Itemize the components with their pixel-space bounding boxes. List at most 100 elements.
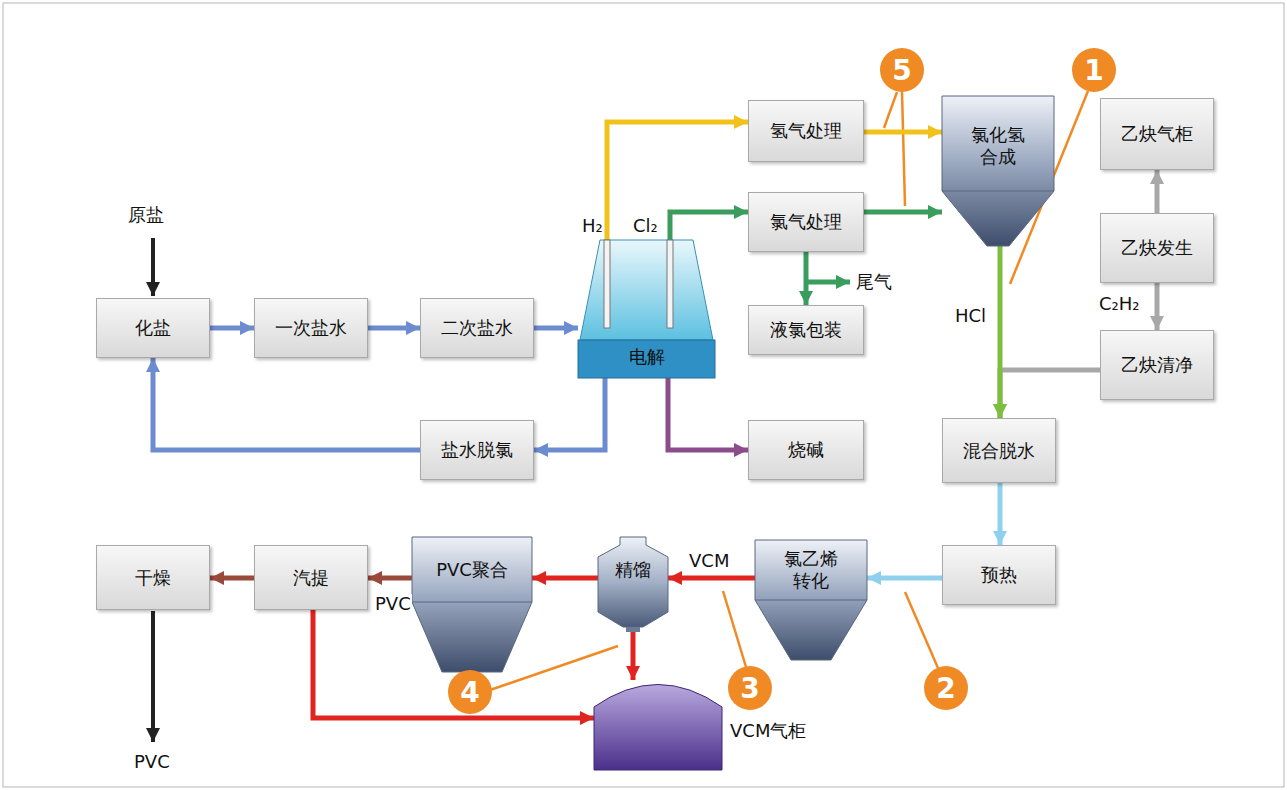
process-box: 烧碱: [748, 420, 864, 480]
node-text: 氯乙烯 转化: [781, 548, 841, 591]
distillation-column-outline: [598, 537, 668, 632]
flow-connector: [998, 246, 1003, 418]
flow-connector: [864, 130, 942, 135]
text-block: 汽提: [293, 567, 329, 589]
flow-connector: [1155, 283, 1160, 330]
input-label: 原盐: [128, 205, 164, 225]
edge-label: C₂H₂: [1098, 294, 1141, 314]
text-block: 二次盐水: [441, 317, 513, 339]
flow-connector: [1000, 370, 1100, 418]
text-block: 乙炔气柜: [1121, 123, 1193, 145]
text-block: 一次盐水: [275, 317, 347, 339]
node-text: 氯气处理: [770, 211, 842, 233]
flow-connector: [1155, 170, 1160, 213]
output-label: 尾气: [856, 272, 892, 292]
edge-label: VCM: [688, 551, 730, 571]
callout-number: 4: [448, 670, 492, 714]
edge-label: Cl₂: [632, 216, 659, 236]
process-box: 预热: [942, 545, 1056, 605]
edge-label: PVC: [374, 594, 412, 614]
callout-number: 2: [924, 666, 968, 710]
node-text: 乙炔气柜: [1121, 123, 1193, 145]
node-text: 烧碱: [788, 439, 824, 461]
callout-number: 1: [1072, 48, 1116, 92]
text-block: 氯化氢 合成: [942, 124, 1054, 167]
flow-connector: [864, 210, 942, 215]
flow-connector: [534, 378, 605, 450]
node-text: 精馏: [598, 559, 668, 581]
reactor-vessel-outline: [942, 96, 1054, 246]
node-text: VCM气柜: [730, 720, 806, 742]
flow-connector: [668, 378, 748, 450]
flow-connector: [867, 576, 942, 581]
text-block: 化盐: [135, 317, 171, 339]
text-block: 混合脱水: [963, 440, 1035, 462]
flow-connector: [368, 326, 420, 331]
text-block: 烧碱: [788, 439, 824, 461]
flow-connector: [210, 326, 254, 331]
process-box: 汽提: [254, 545, 368, 610]
node-text: 电解: [578, 346, 715, 368]
text-block: 乙炔发生: [1121, 237, 1193, 259]
gas-holder-outline: [594, 680, 722, 770]
node-text: 二次盐水: [441, 317, 513, 339]
process-box: 盐水脱氯: [420, 420, 534, 480]
tail-gas-branch: [806, 280, 850, 285]
node-text: 氯化氢 合成: [968, 124, 1028, 167]
node-text: 预热: [981, 564, 1017, 586]
node-text: 一次盐水: [275, 317, 347, 339]
node-text: 乙炔清净: [1121, 354, 1193, 376]
input-arrow: [151, 238, 155, 296]
text-block: 预热: [981, 564, 1017, 586]
flow-connector: [607, 122, 748, 240]
node-text: 化盐: [135, 317, 171, 339]
flow-connector: [534, 326, 578, 331]
distillation-column: 精馏: [598, 537, 668, 632]
flow-connector: [804, 252, 809, 305]
text-block: 氢气处理: [770, 120, 842, 142]
callout-number: 3: [728, 666, 772, 710]
text-block: 氯气处理: [770, 211, 842, 233]
process-box: 氢气处理: [748, 100, 864, 162]
output-arrow: [151, 611, 155, 742]
text-block: 精馏: [598, 559, 668, 581]
polymerizer-vessel-outline: [412, 537, 532, 672]
frame: [3, 3, 1284, 787]
output-label: PVC: [134, 752, 170, 772]
process-box: 一次盐水: [254, 298, 368, 358]
node-text: PVC聚合: [412, 559, 532, 581]
process-box: 氯气处理: [748, 192, 864, 252]
flow-connector: [631, 632, 636, 680]
flow-connector: [670, 212, 748, 240]
flow-connector: [153, 358, 420, 450]
process-box: 液氯包装: [748, 305, 864, 355]
text-block: 干燥: [135, 567, 171, 589]
node-text: 混合脱水: [963, 440, 1035, 462]
node-text: 氢气处理: [770, 120, 842, 142]
process-box: 乙炔气柜: [1100, 98, 1214, 170]
text-block: 电解: [578, 346, 715, 368]
edge-label: HCl: [954, 306, 987, 326]
process-box: 二次盐水: [420, 298, 534, 358]
gas-holder: VCM气柜: [594, 680, 722, 770]
edge-label: H₂: [581, 216, 604, 236]
electrolyzer: 电解: [578, 240, 715, 378]
process-box: 乙炔清净: [1100, 330, 1214, 400]
node-text: 盐水脱氯: [441, 439, 513, 461]
node-text: 液氯包装: [770, 319, 842, 341]
node-text: 乙炔发生: [1121, 237, 1193, 259]
flow-connector: [998, 483, 1003, 545]
reactor-vessel: 氯化氢 合成: [942, 96, 1054, 246]
process-box: 混合脱水: [942, 418, 1056, 483]
process-box: 乙炔发生: [1100, 213, 1214, 283]
flow-connector: [668, 576, 755, 581]
converter-vessel: 氯乙烯 转化: [755, 540, 867, 660]
flow-connector: [210, 576, 254, 581]
polymerizer-vessel: PVC聚合: [412, 537, 532, 672]
text-block: 液氯包装: [770, 319, 842, 341]
node-text: 干燥: [135, 567, 171, 589]
text-block: 乙炔清净: [1121, 354, 1193, 376]
flow-connector: [368, 576, 412, 581]
text-block: PVC聚合: [412, 559, 532, 581]
